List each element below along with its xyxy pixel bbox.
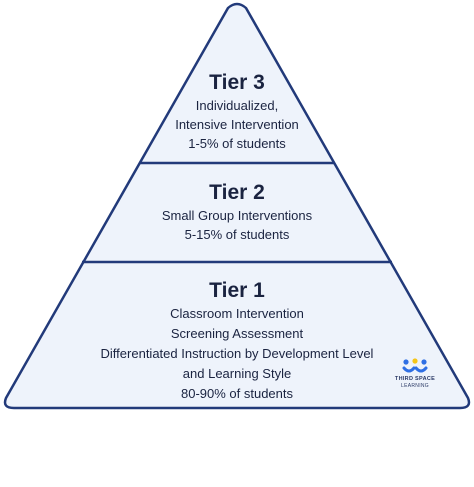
tier-3-line-1: Individualized, (195, 98, 279, 113)
tier-1-title: Tier 1 (209, 279, 265, 302)
tier-3-line-3: 1-5% of students (188, 136, 286, 151)
tier-1-line-5: 80-90% of students (180, 386, 294, 401)
tier-1-line-3: Differentiated Instruction by Developmen… (100, 346, 374, 361)
tier-1-line-2: Screening Assessment (170, 326, 304, 341)
tier-1-block: Tier 1 Classroom Intervention Screening … (0, 278, 474, 404)
logo-mark-icon (402, 358, 428, 373)
tier-1-line-1: Classroom Intervention (170, 306, 304, 321)
logo-text-line-2: LEARNING (401, 383, 429, 389)
tier-3-block: Tier 3 Individualized, Intensive Interve… (0, 70, 474, 153)
tier-2-line-1: Small Group Interventions (161, 208, 313, 223)
tier-3-line-2: Intensive Intervention (175, 117, 299, 132)
tier-2-title: Tier 2 (209, 181, 265, 204)
logo-text-line-1: THIRD SPACE (394, 376, 436, 382)
tier-1-line-4: and Learning Style (182, 366, 292, 381)
pyramid-outline (3, 2, 471, 410)
tier-3-title: Tier 3 (209, 71, 265, 94)
tier-2-line-2: 5-15% of students (184, 227, 290, 242)
tier-2-block: Tier 2 Small Group Interventions 5-15% o… (0, 180, 474, 244)
third-space-learning-logo: THIRD SPACE LEARNING (389, 358, 441, 389)
